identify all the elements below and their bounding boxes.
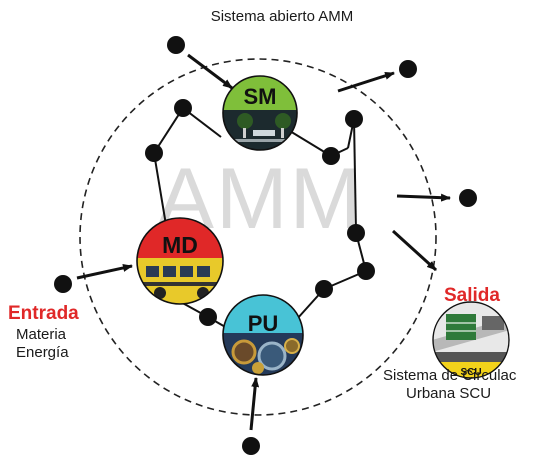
scu-caption-line2: Urbana SCU xyxy=(406,385,492,402)
dot xyxy=(199,308,217,326)
flow-arrows xyxy=(76,53,451,431)
dot xyxy=(54,275,72,293)
network-dots xyxy=(54,36,477,455)
dot xyxy=(459,189,477,207)
dot xyxy=(167,36,185,54)
scu-caption-line1: Sistema de Circulac xyxy=(383,367,517,384)
output-arrow-salida xyxy=(391,229,438,272)
dot xyxy=(315,280,333,298)
scu-image: SCU xyxy=(432,301,510,379)
node-sm: SM xyxy=(222,75,298,151)
output-arrow-right xyxy=(396,193,451,202)
node-md: MD xyxy=(136,217,224,305)
node-sm-label: SM xyxy=(244,84,277,109)
dot xyxy=(357,262,375,280)
dot xyxy=(345,110,363,128)
salida-label: Salida xyxy=(444,285,500,306)
entrada-label: Entrada xyxy=(8,303,79,324)
node-pu-label: PU xyxy=(248,311,279,336)
input-arrow-left xyxy=(76,264,133,280)
scu-badge: SCU xyxy=(460,367,481,378)
dot xyxy=(399,60,417,78)
dot xyxy=(347,224,365,242)
dot xyxy=(145,144,163,162)
dot xyxy=(174,99,192,117)
node-pu: PU xyxy=(222,294,304,376)
node-md-label: MD xyxy=(162,232,198,258)
entrada-item-materia: Materia xyxy=(16,326,67,343)
diagram-title: Sistema abierto AMM xyxy=(210,8,354,25)
input-arrow-bottom xyxy=(249,377,260,431)
entrada-item-energia: Energía xyxy=(16,344,69,361)
input-arrow-top xyxy=(187,53,233,90)
dot xyxy=(242,437,260,455)
dot xyxy=(322,147,340,165)
system-boundary xyxy=(79,58,437,416)
output-arrow-top xyxy=(337,71,395,93)
